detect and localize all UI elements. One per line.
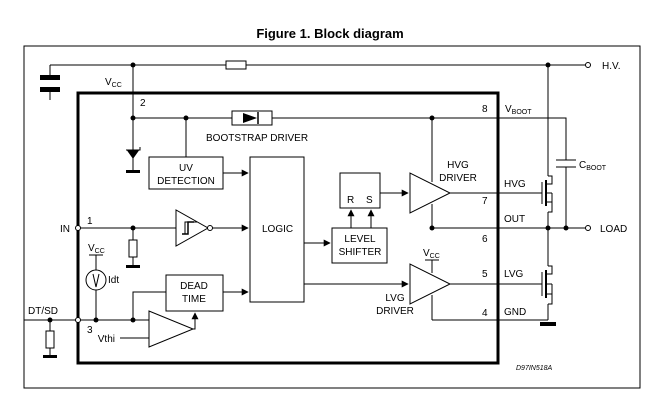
cboot-label: CBOOT xyxy=(579,160,607,172)
idt-current-source xyxy=(85,254,107,291)
high-side-mosfet xyxy=(541,175,553,228)
in-pulldown-resistor xyxy=(128,239,138,258)
rs-latch-block xyxy=(339,172,381,209)
load-terminal xyxy=(585,225,591,231)
hvg-pin-label: HVG xyxy=(504,179,526,190)
uv-detection-label-line1: UV xyxy=(179,163,193,174)
power-ground xyxy=(540,322,556,326)
uv-detection-block xyxy=(148,156,224,190)
hv-label: H.V. xyxy=(602,61,621,72)
in-label: IN xyxy=(60,224,70,235)
dtsd-ground xyxy=(43,355,57,358)
pin-5-label: 5 xyxy=(482,269,488,280)
vcc-left-label: VCC xyxy=(88,243,105,255)
dead-time-label-line2: TIME xyxy=(182,294,206,305)
lvg-driver-buffer xyxy=(409,263,452,305)
pin-4-label: 4 xyxy=(482,308,488,319)
lvg-driver-label-line1: LVG xyxy=(385,293,404,304)
in-input-path xyxy=(78,224,249,265)
lvg-driver-connections xyxy=(425,259,542,320)
dtsd-terminal xyxy=(75,317,81,323)
dead-time-label-line1: DEAD xyxy=(180,281,208,292)
out-pin-label: OUT xyxy=(504,214,525,225)
vcc-right-label: VCC xyxy=(423,248,440,260)
node-vcc-uv xyxy=(183,115,189,121)
pin-7-label: 7 xyxy=(482,196,488,207)
vcc-capacitor-plate-bottom xyxy=(40,87,60,92)
latch-r-label: R xyxy=(347,195,354,206)
vcc-supply xyxy=(49,64,548,100)
in-pulldown-ground xyxy=(126,265,140,268)
internal-vcc-rail xyxy=(132,93,498,157)
lvg-pin-label: LVG xyxy=(504,269,523,280)
level-shifter-label-line2: SHIFTER xyxy=(339,247,382,258)
output-rails xyxy=(432,227,586,321)
node-dtsd-internal xyxy=(93,317,99,323)
hvg-driver-label-line1: HVG xyxy=(447,160,469,171)
vboot-label: VBOOT xyxy=(505,104,532,116)
vthi-label: Vthi xyxy=(98,334,115,345)
gnd-pin-label: GND xyxy=(504,307,526,318)
hvg-driver-buffer xyxy=(409,172,452,214)
level-shifter-label-line1: LEVEL xyxy=(344,234,376,245)
dtsd-input-path xyxy=(49,255,249,355)
node-vcc-internal xyxy=(130,115,136,121)
uv-detection-label-line2: DETECTION xyxy=(157,176,215,187)
node-dtsd-dead-time xyxy=(130,317,136,323)
bootstrap-diode xyxy=(231,110,273,126)
diagram-code-label: D97IN518A xyxy=(516,365,553,372)
lvg-driver-label-line2: DRIVER xyxy=(376,306,414,317)
pin-8-label: 8 xyxy=(482,104,488,115)
pin-3-label: 3 xyxy=(87,325,93,336)
hv-terminal xyxy=(585,62,591,68)
vthi-comparator xyxy=(148,310,195,348)
level-shifter-links xyxy=(347,189,409,228)
node-out-internal xyxy=(429,225,435,231)
low-side-mosfet xyxy=(541,228,553,320)
latch-s-label: S xyxy=(366,195,373,206)
vcc-zener-diode xyxy=(126,147,141,170)
pin-1-label: 1 xyxy=(87,216,93,227)
pin-2-label: 2 xyxy=(140,98,146,109)
logic-block xyxy=(249,156,305,303)
figure-title: Figure 1. Block diagram xyxy=(256,26,404,41)
schmitt-trigger-buffer xyxy=(175,209,213,247)
level-shifter-block xyxy=(331,227,388,264)
hvg-driver-label-line2: DRIVER xyxy=(439,173,477,184)
zener-ground xyxy=(126,170,140,173)
logic-outputs xyxy=(304,239,409,288)
dead-time-block xyxy=(165,274,224,312)
dtsd-node xyxy=(47,317,53,323)
load-label: LOAD xyxy=(600,224,627,235)
cboot-capacitor xyxy=(498,117,576,228)
node-cboot-out xyxy=(563,225,569,231)
vcc-main-label: VCC xyxy=(105,77,122,89)
hvg-driver-connections xyxy=(431,118,542,228)
logic-label: LOGIC xyxy=(262,224,293,235)
dtsd-resistor xyxy=(45,330,55,349)
hv-resistor xyxy=(225,60,247,70)
pin-6-label: 6 xyxy=(482,234,488,245)
in-terminal xyxy=(75,225,81,231)
dtsd-label: DT/SD xyxy=(28,306,58,317)
figure-frame xyxy=(23,45,641,389)
idt-label: Idt xyxy=(108,275,119,286)
node-in-pulldown xyxy=(130,225,136,231)
bootstrap-driver-label: BOOTSTRAP DRIVER xyxy=(206,133,308,144)
vcc-node xyxy=(130,62,136,68)
vcc-capacitor-plate-top xyxy=(40,75,60,80)
